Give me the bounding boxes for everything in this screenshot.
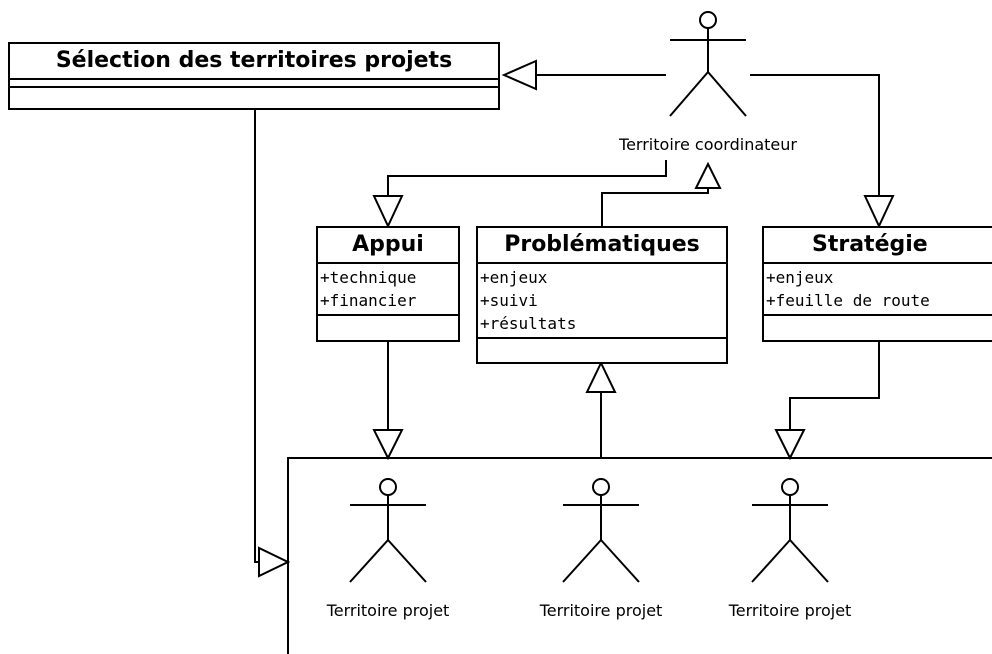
actor-coordinateur-icon bbox=[669, 11, 747, 117]
class-strategie: Stratégie +enjeux +feuille de route bbox=[762, 226, 992, 342]
edge-coordinateur-appui bbox=[387, 160, 667, 196]
class-appui-attribute: +financier bbox=[320, 291, 417, 310]
actor-projet-label: Territoire projet bbox=[728, 601, 852, 620]
class-selection: Sélection des territoires projets bbox=[8, 42, 500, 110]
arrowhead-appui bbox=[372, 195, 404, 229]
territory-frame bbox=[287, 457, 992, 654]
arrowhead-strategie bbox=[863, 195, 895, 229]
class-selection-operations bbox=[10, 88, 498, 96]
actor-projet-label: Territoire projet bbox=[539, 601, 663, 620]
edge-coordinateur-strategie bbox=[750, 74, 880, 196]
actor-coordinateur-label: Territoire coordinateur bbox=[619, 135, 797, 154]
actor-projet-3-icon bbox=[751, 478, 829, 583]
class-problematiques-attribute: +suivi bbox=[480, 291, 538, 310]
class-selection-attributes bbox=[10, 80, 498, 88]
edge-problematiques-coordinateur bbox=[601, 188, 709, 226]
class-appui-attribute: +technique bbox=[320, 268, 417, 287]
class-strategie-attribute: +feuille de route bbox=[766, 291, 930, 310]
class-problematiques-attribute: +résultats bbox=[480, 314, 577, 333]
class-problematiques-operations bbox=[478, 339, 726, 347]
class-appui: Appui +technique +financier bbox=[316, 226, 460, 342]
class-problematiques-attributes: +enjeux +suivi +résultats bbox=[478, 264, 726, 339]
arrowhead-coordinateur bbox=[694, 161, 722, 189]
arrowhead-strategie-projets bbox=[774, 429, 806, 461]
class-problematiques-title: Problématiques bbox=[478, 228, 726, 264]
arrowhead-selection bbox=[501, 59, 537, 91]
class-problematiques-attribute: +enjeux bbox=[480, 268, 548, 287]
class-strategie-operations bbox=[764, 316, 992, 324]
class-appui-attributes: +technique +financier bbox=[318, 264, 458, 316]
edge-selection-projets bbox=[254, 108, 259, 563]
arrowhead-projets-frame bbox=[258, 546, 291, 578]
edge-strategie-projets bbox=[789, 340, 880, 430]
class-appui-operations bbox=[318, 316, 458, 324]
arrowhead-problematiques bbox=[585, 360, 617, 393]
class-strategie-attributes: +enjeux +feuille de route bbox=[764, 264, 992, 316]
class-strategie-title: Stratégie bbox=[764, 228, 992, 264]
actor-projet-2-icon bbox=[562, 478, 640, 583]
actor-projet-1-icon bbox=[349, 478, 427, 583]
arrowhead-appui-projets bbox=[372, 429, 404, 461]
actor-projet-label: Territoire projet bbox=[326, 601, 450, 620]
class-selection-title: Sélection des territoires projets bbox=[10, 44, 498, 80]
class-appui-title: Appui bbox=[318, 228, 458, 264]
class-problematiques: Problématiques +enjeux +suivi +résultats bbox=[476, 226, 728, 364]
class-strategie-attribute: +enjeux bbox=[766, 268, 834, 287]
